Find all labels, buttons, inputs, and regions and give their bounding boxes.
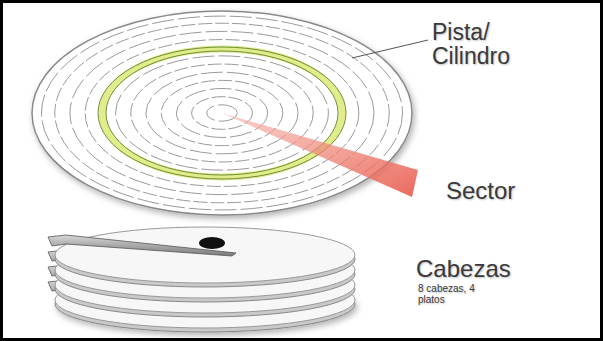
sector-wedge xyxy=(222,113,418,197)
track-ring xyxy=(85,40,359,187)
track-ring xyxy=(42,16,403,210)
platter-stack xyxy=(48,227,355,332)
head-arm xyxy=(48,235,236,256)
leader-line xyxy=(352,40,428,58)
part-label: Cabezas xyxy=(416,256,566,281)
track-ring xyxy=(70,31,374,194)
platter-top-view xyxy=(32,11,418,215)
spindle xyxy=(199,237,225,249)
track-ring xyxy=(146,72,298,154)
part-label: Pista/ Cilindro xyxy=(432,20,527,68)
track-ring xyxy=(176,89,267,138)
platter xyxy=(48,227,355,287)
caption-note: 8 cabezas, 4 platos xyxy=(418,284,480,305)
part-label: Sector xyxy=(446,178,576,203)
